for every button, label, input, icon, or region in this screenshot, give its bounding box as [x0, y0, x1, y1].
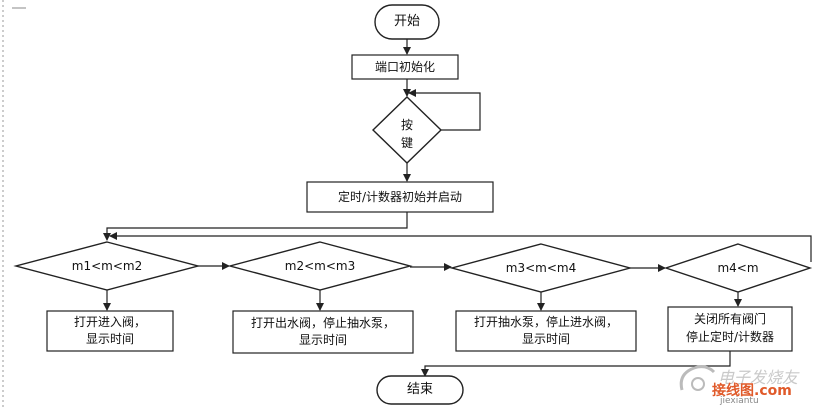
start-label: 开始: [393, 14, 420, 29]
cond4-label: m4<m: [717, 261, 759, 275]
action-3-box: [455, 310, 637, 352]
init-box: [351, 54, 459, 80]
action4-line2: 停止定时/计数器: [685, 330, 775, 344]
key-label-line1: 按: [400, 118, 413, 132]
arrow-timer-cond1: [103, 212, 408, 241]
feedback-loop-arrow: [109, 232, 812, 262]
action1-line2: 显示时间: [85, 332, 134, 346]
action-4-box: [667, 306, 793, 352]
watermark-logo-icon: [679, 365, 716, 391]
watermark-site-text: 接线图.com: [712, 383, 792, 399]
cond3-label: m3<m<m4: [505, 261, 577, 275]
action-1-box: [46, 310, 174, 352]
action4-line1: 关闭所有阀门: [693, 312, 766, 326]
key-loop-arrow: [408, 89, 481, 131]
watermark-url-text: jiexiantu: [720, 396, 759, 406]
cond1-label: m1<m<m2: [71, 259, 143, 273]
action1-line1: 打开进入阀，: [73, 315, 146, 329]
end-terminal: [376, 375, 464, 405]
action-2-box: [232, 310, 414, 354]
key-label-line2: 键: [400, 136, 413, 150]
init-label: 端口初始化: [374, 60, 435, 74]
action3-line2: 显示时间: [521, 332, 570, 346]
action3-line1: 打开抽水泵，停止进水阀，: [473, 315, 618, 329]
cond2-label: m2<m<m3: [284, 259, 356, 273]
timer-box: [306, 181, 494, 213]
watermark-logo-text: 电子发烧友: [718, 368, 799, 387]
arrow-action4-end: [421, 351, 731, 377]
action2-line1: 打开出水阀，停止抽水泵，: [250, 316, 395, 330]
timer-label: 定时/计数器初始并启动: [337, 190, 463, 204]
action2-line2: 显示时间: [298, 333, 347, 347]
end-label: 结束: [406, 382, 433, 397]
